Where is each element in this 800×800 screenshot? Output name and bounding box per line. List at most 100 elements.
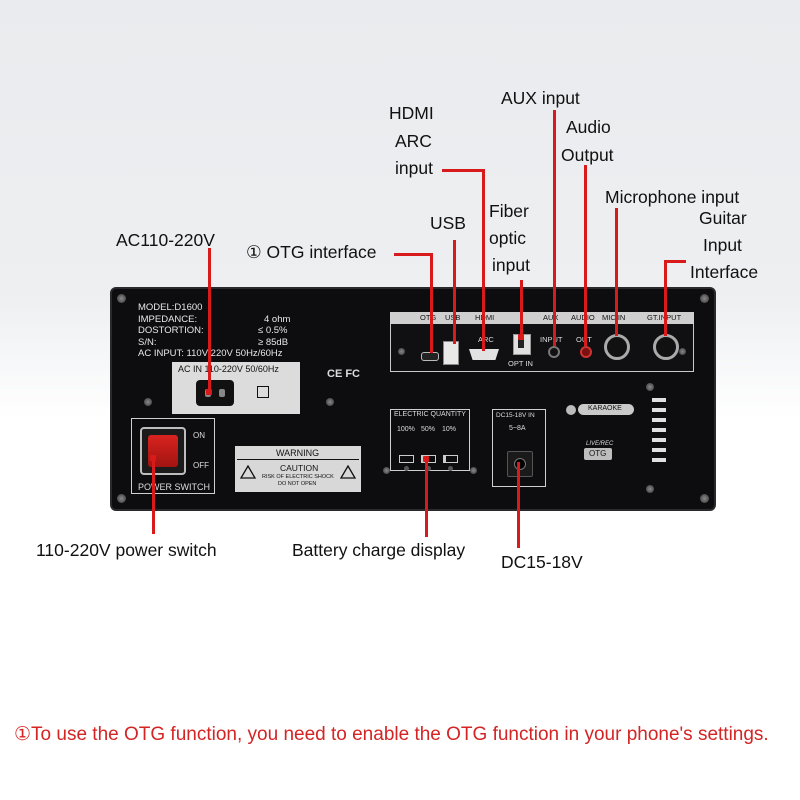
model-text: MODEL:D1600 (138, 302, 203, 313)
screw-icon (144, 398, 152, 406)
otg-port[interactable] (421, 352, 439, 361)
ce-fcc-mark: CE FC (327, 368, 360, 380)
label-dc: DC15-18V (501, 552, 583, 572)
callout-line-battery (425, 459, 428, 537)
label-guitar-2: Input (703, 235, 742, 255)
caution-sub-1: RISK OF ELECTRIC SHOCK (262, 474, 334, 480)
mic-jack[interactable] (604, 334, 630, 360)
label-hdmi-2: ARC (395, 131, 432, 151)
karaoke-text: KARAOKE (588, 405, 622, 412)
label-otg-interface: ① OTG interface (246, 242, 377, 262)
usb-port[interactable] (443, 341, 459, 365)
callout-dot-fiber (518, 334, 524, 340)
ac-in-plate (172, 362, 300, 414)
impedance-value: 4 ohm (264, 313, 291, 325)
screw-icon (700, 494, 709, 503)
label-power-switch: 110-220V power switch (36, 540, 217, 560)
port-arc-label: ARC (478, 335, 494, 344)
label-fiber-2: optic (489, 228, 526, 248)
eq-100-label: 100% (397, 426, 415, 433)
callout-dot-battery (423, 456, 429, 462)
impedance-key: IMPEDANCE: (138, 313, 198, 325)
screw-icon (470, 467, 477, 474)
label-audio-2: Output (561, 145, 614, 165)
otg-footnote: ①To use the OTG function, you need to en… (14, 724, 769, 745)
dc-jack[interactable] (507, 451, 533, 477)
callout-line-audio (584, 165, 587, 346)
caution-sub-2: DO NOT OPEN (278, 481, 317, 487)
guitar-jack[interactable] (653, 334, 679, 360)
io-strip-header (390, 312, 694, 324)
port-input-label: INPUT (540, 335, 563, 344)
warning-plate (235, 446, 361, 492)
callout-line-ac (208, 248, 211, 392)
karaoke-badge (578, 404, 634, 415)
aux-jack[interactable] (548, 346, 560, 358)
screw-icon (646, 485, 654, 493)
label-hdmi-3: input (395, 158, 433, 178)
power-on-label: ON (193, 431, 205, 440)
power-off-label: OFF (193, 461, 209, 470)
ac-socket[interactable] (196, 380, 234, 406)
label-audio-1: Audio (566, 117, 611, 137)
port-aux-label: AUX (543, 313, 559, 322)
port-out-label: OUT (576, 335, 592, 344)
power-switch[interactable] (140, 427, 186, 475)
callout-dot-power (150, 455, 156, 461)
otg-badge-text: OTG (589, 449, 607, 458)
screw-icon (117, 494, 126, 503)
sn-value: ≥ 85dB (258, 336, 289, 348)
label-usb: USB (430, 213, 466, 233)
dc-in-label: DC15-18V IN (496, 412, 535, 419)
screw-icon (679, 348, 686, 355)
callout-line-fiber (520, 280, 523, 336)
port-usb-label: USB (445, 313, 460, 322)
label-hdmi-1: HDMI (389, 103, 434, 123)
port-otg-label: OTG (420, 313, 437, 322)
eq-10-label: 10% (442, 426, 457, 433)
screw-icon (700, 294, 709, 303)
label-aux: AUX input (501, 88, 580, 108)
power-switch-label: POWER SWITCH (138, 482, 210, 492)
label-guitar-3: Interface (690, 262, 759, 282)
callout-line-otg-v (430, 253, 433, 353)
distortion-value: ≤ 0.5% (258, 325, 288, 336)
callout-line-hdmi-v (482, 169, 485, 351)
distortion-key: DOSTORTION: (138, 325, 204, 336)
screw-icon (398, 348, 405, 355)
live-rec-text: LIVE/REC (586, 441, 614, 447)
label-battery: Battery charge display (292, 540, 466, 560)
sn-key: S/N: (138, 336, 157, 348)
label-fiber-1: Fiber (489, 201, 529, 221)
otg-badge (584, 448, 612, 460)
callout-line-guitar-h (664, 260, 686, 263)
callout-line-mic (615, 208, 618, 336)
battery-low-icon (443, 455, 458, 463)
eq-50-label: 50% (421, 426, 436, 433)
label-mic: Microphone input (605, 187, 740, 207)
dc-jack-hole (514, 458, 526, 470)
callout-line-hdmi-h (442, 169, 484, 172)
ac-in-text: AC IN 110-220V 50/60Hz (178, 364, 279, 374)
electric-quantity-label: ELECTRIC QUANTITY (394, 411, 466, 418)
port-opt-label: OPT IN (508, 359, 533, 368)
hdmi-port[interactable] (469, 349, 499, 360)
port-mic-label: MIC.IN (602, 313, 626, 322)
label-fiber-3: input (492, 255, 530, 275)
callout-line-power (152, 458, 155, 534)
callout-line-otg-h (394, 253, 432, 256)
caution-text: CAUTION (280, 463, 319, 473)
screw-icon (646, 383, 654, 391)
label-ac-voltage: AC110-220V (116, 230, 215, 250)
dc-amp-label: 5~8A (509, 425, 526, 432)
callout-line-dc (517, 462, 520, 548)
label-guitar-1: Guitar (699, 208, 747, 228)
callout-line-guitar-v (664, 260, 667, 336)
callout-line-usb (453, 240, 456, 344)
callout-dot-ac (206, 389, 212, 395)
warning-divider (237, 459, 359, 460)
warning-text: WARNING (276, 448, 320, 458)
port-audio-label: AUDIO (571, 313, 595, 322)
vent-slots (652, 394, 666, 466)
audio-out-jack[interactable] (580, 346, 592, 358)
